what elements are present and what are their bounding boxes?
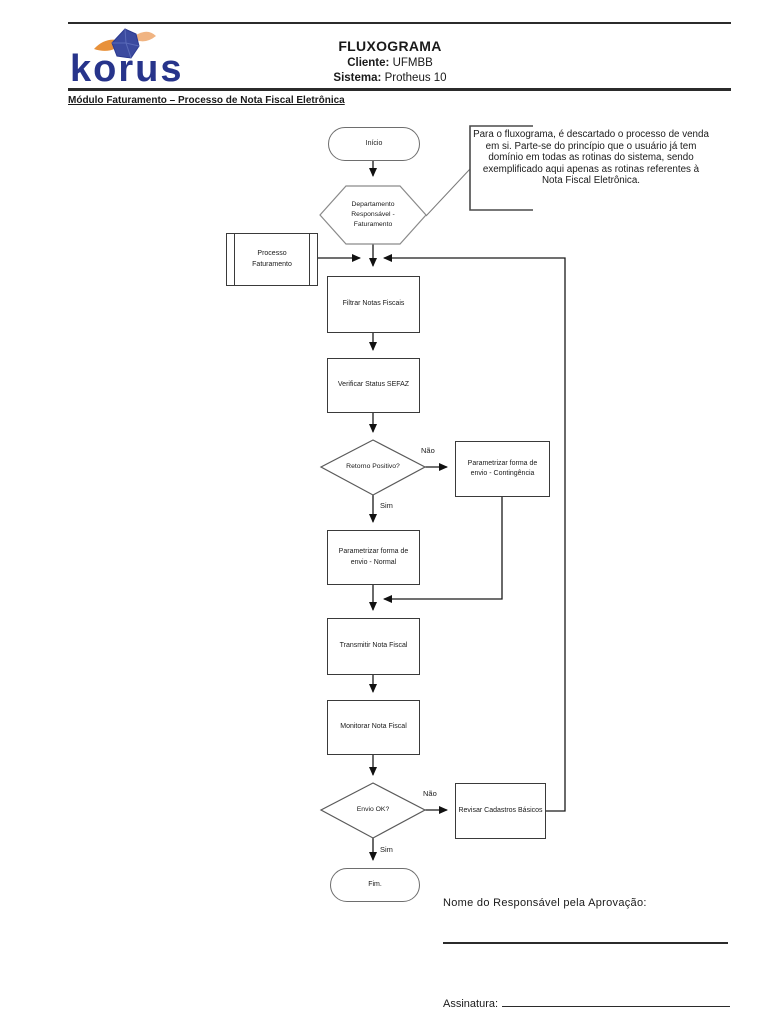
start-node: Início xyxy=(328,127,420,161)
revisar-cadastros-node: Revisar Cadastros Básicos xyxy=(455,783,546,839)
transmitir-node: Transmitir Nota Fiscal xyxy=(327,618,420,675)
end-node: Fim. xyxy=(330,868,420,902)
decision-envio-label: Envio OK? xyxy=(356,805,390,813)
system-label: Sistema: xyxy=(333,72,382,84)
processo-faturamento-label: Processo Faturamento xyxy=(252,250,292,268)
branch-sim-1: Sim xyxy=(380,501,393,510)
page-title: FLUXOGRAMA xyxy=(338,38,442,54)
decision-retorno-shape xyxy=(319,439,427,496)
branch-nao-1: Não xyxy=(421,446,435,455)
annotation-bracket xyxy=(469,125,533,211)
department-hexagon-shape xyxy=(319,185,427,245)
client-value: UFMBB xyxy=(392,57,433,69)
branch-nao-2: Não xyxy=(423,789,437,798)
verificar-status-node: Verificar Status SEFAZ xyxy=(327,358,420,413)
processo-faturamento-node: Processo Faturamento xyxy=(226,233,318,286)
system-value: Protheus 10 xyxy=(384,72,447,84)
header-title-block: FLUXOGRAMA Cliente: UFMBB Sistema: Proth… xyxy=(150,38,630,84)
annotation-connector-line xyxy=(425,168,471,217)
approval-name-label: Nome do Responsável pela Aprovação: xyxy=(443,897,647,909)
monitorar-node: Monitorar Nota Fiscal xyxy=(327,700,420,755)
korus-logo-icon xyxy=(94,28,156,59)
header-top-rule xyxy=(68,22,731,24)
client-line: Cliente: UFMBB xyxy=(150,57,630,69)
branch-sim-2: Sim xyxy=(380,845,393,854)
system-line: Sistema: Protheus 10 xyxy=(150,72,630,84)
contingencia-node: Parametrizar forma de envio - Contingênc… xyxy=(455,441,550,497)
decision-envio-shape xyxy=(319,782,427,839)
predefined-process-bar-left xyxy=(234,234,236,285)
predefined-process-bar-right xyxy=(308,234,310,285)
signature-row: Assinatura: xyxy=(443,995,731,1010)
department-node-label: Departamento Responsável - Faturamento xyxy=(351,200,395,229)
module-subtitle: Módulo Faturamento – Processo de Nota Fi… xyxy=(68,95,345,106)
signature-line xyxy=(502,995,731,1007)
filtrar-notas-node: Filtrar Notas Fiscais xyxy=(327,276,420,333)
approval-signature-line xyxy=(443,942,728,944)
header-bottom-rule xyxy=(68,88,731,91)
decision-retorno-label: Retorno Positivo? xyxy=(346,462,400,470)
annotation-note: Para o fluxograma, é descartado o proces… xyxy=(473,129,709,187)
client-label: Cliente: xyxy=(347,57,390,69)
signature-label: Assinatura: xyxy=(443,998,499,1010)
envio-normal-node: Parametrizar forma de envio - Normal xyxy=(327,530,420,585)
